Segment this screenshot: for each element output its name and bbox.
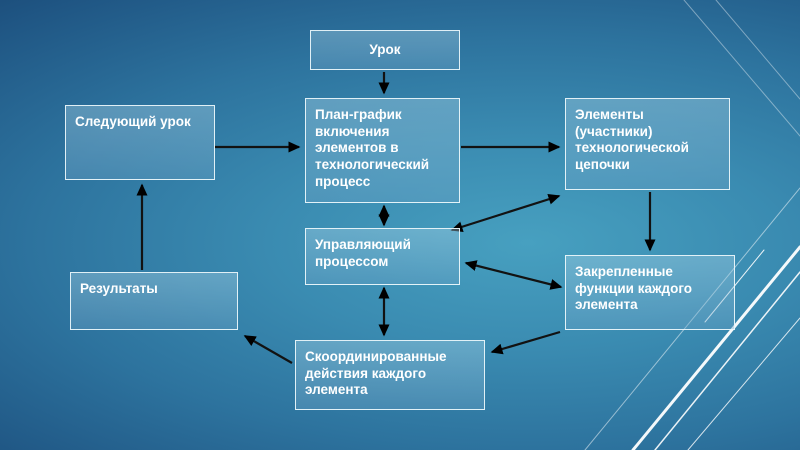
node-coordinated-actions-label: Скоординированные действия каждого элеме… <box>305 349 447 398</box>
node-lesson-label: Урок <box>369 41 401 57</box>
node-results: Результаты <box>70 272 238 330</box>
node-lesson: Урок <box>310 30 460 70</box>
arrow-controller-elements-twoway <box>450 193 561 233</box>
node-assigned-functions: Закрепленные функции каждого элемента <box>565 255 735 330</box>
node-results-label: Результаты <box>80 281 158 296</box>
node-next-lesson: Следующий урок <box>65 105 215 180</box>
arrow-actions-to-results <box>243 335 293 364</box>
node-process-controller: Управляющий процессом <box>305 228 460 285</box>
decorative-diagonal-lines <box>584 0 800 450</box>
connector-arrows <box>136 72 656 364</box>
node-plan-schedule-label: План-график включения элементов в технол… <box>315 107 430 189</box>
node-next-lesson-label: Следующий урок <box>75 114 191 129</box>
node-coordinated-actions: Скоординированные действия каждого элеме… <box>295 340 485 410</box>
node-process-controller-label: Управляющий процессом <box>315 237 411 269</box>
arrow-functions-controller-twoway <box>464 260 563 290</box>
node-assigned-functions-label: Закрепленные функции каждого элемента <box>575 264 693 313</box>
arrow-functions-to-actions <box>490 330 561 355</box>
node-plan-schedule: План-график включения элементов в технол… <box>305 98 460 203</box>
node-elements-participants-label: Элементы (участники) технологической цеп… <box>575 107 689 173</box>
node-elements-participants: Элементы (участники) технологической цеп… <box>565 98 730 190</box>
